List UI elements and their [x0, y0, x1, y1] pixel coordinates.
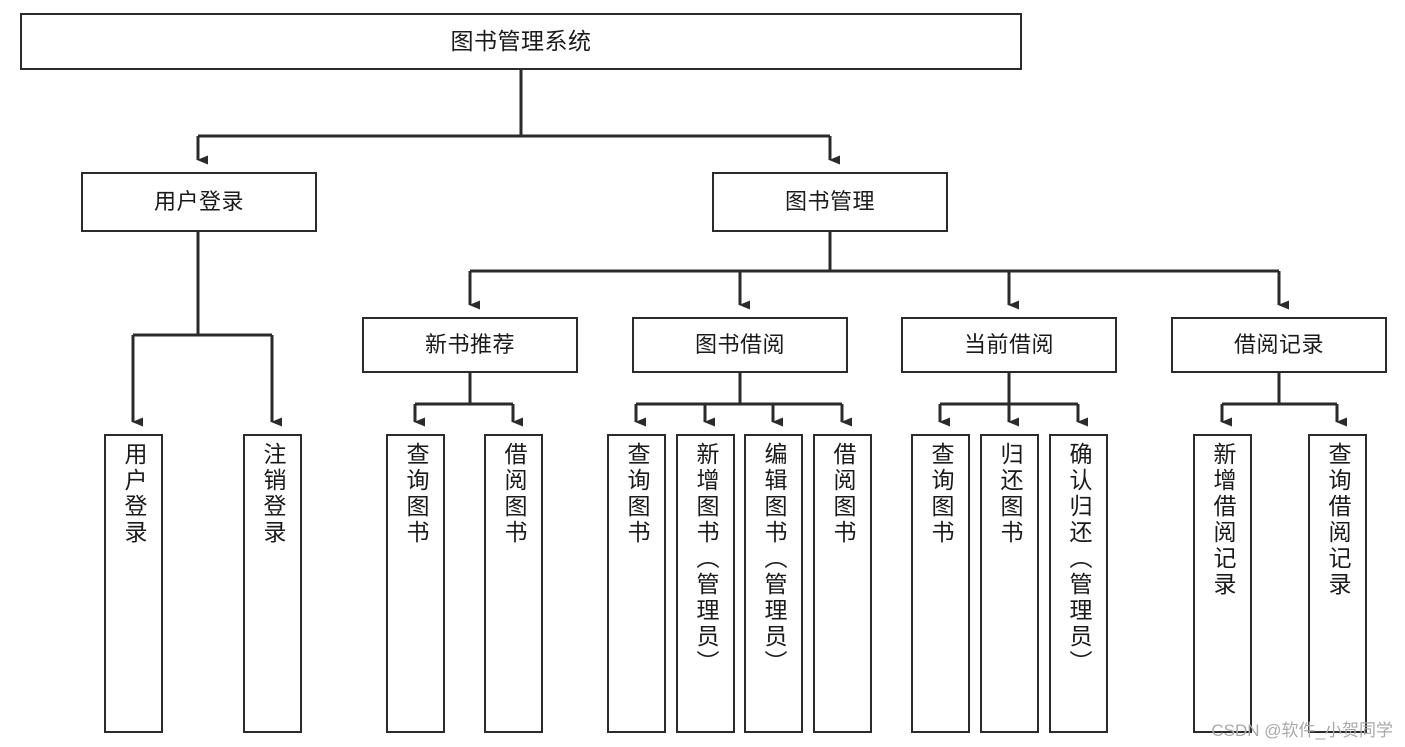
- node-new-book-recommend[interactable]: 新书推荐: [362, 317, 578, 373]
- node-label: 查询图书: [928, 442, 954, 546]
- node-leaf-query-book-recommend[interactable]: 查询图书: [386, 434, 445, 733]
- node-leaf-edit-book-admin[interactable]: 编辑图书（管理员）: [744, 434, 803, 733]
- node-user-login[interactable]: 用户登录: [81, 172, 317, 232]
- node-label: 用户登录: [153, 189, 244, 215]
- node-label: 当前借阅: [963, 332, 1054, 358]
- node-leaf-logout[interactable]: 注销登录: [243, 434, 302, 733]
- node-label: 查询借阅记录: [1325, 442, 1351, 598]
- node-root-book-management-system[interactable]: 图书管理系统: [20, 13, 1022, 70]
- node-label: 查询图书: [403, 442, 429, 546]
- node-label: 新增借阅记录: [1210, 442, 1236, 598]
- node-leaf-return-book[interactable]: 归还图书: [980, 434, 1039, 733]
- node-label: 归还图书: [997, 442, 1023, 546]
- node-leaf-query-borrow-record[interactable]: 查询借阅记录: [1308, 434, 1367, 733]
- node-leaf-query-book-current[interactable]: 查询图书: [911, 434, 970, 733]
- node-book-borrow[interactable]: 图书借阅: [632, 317, 848, 373]
- node-label: 注销登录: [260, 442, 286, 546]
- node-label: 确认归还（管理员）: [1066, 442, 1092, 676]
- node-label: 图书管理: [784, 189, 875, 215]
- node-current-borrow[interactable]: 当前借阅: [901, 317, 1117, 373]
- node-leaf-add-book-admin[interactable]: 新增图书（管理员）: [676, 434, 735, 733]
- node-label: 图书借阅: [694, 332, 785, 358]
- node-book-management[interactable]: 图书管理: [712, 172, 948, 232]
- node-label: 借阅记录: [1233, 332, 1324, 358]
- node-leaf-borrow-book[interactable]: 借阅图书: [813, 434, 872, 733]
- node-label: 查询图书: [624, 442, 650, 546]
- node-label: 新书推荐: [424, 332, 515, 358]
- node-leaf-confirm-return-admin[interactable]: 确认归还（管理员）: [1049, 434, 1108, 733]
- node-leaf-borrow-book-recommend[interactable]: 借阅图书: [484, 434, 543, 733]
- node-label: 借阅图书: [830, 442, 856, 546]
- node-label: 新增图书（管理员）: [693, 442, 719, 676]
- node-leaf-add-borrow-record[interactable]: 新增借阅记录: [1193, 434, 1252, 733]
- node-label: 用户登录: [121, 442, 147, 546]
- node-leaf-query-book-borrow[interactable]: 查询图书: [607, 434, 666, 733]
- node-label: 编辑图书（管理员）: [761, 442, 787, 676]
- node-borrow-record[interactable]: 借阅记录: [1171, 317, 1387, 373]
- node-leaf-user-login[interactable]: 用户登录: [104, 434, 163, 733]
- node-label: 图书管理系统: [450, 27, 592, 54]
- node-label: 借阅图书: [501, 442, 527, 546]
